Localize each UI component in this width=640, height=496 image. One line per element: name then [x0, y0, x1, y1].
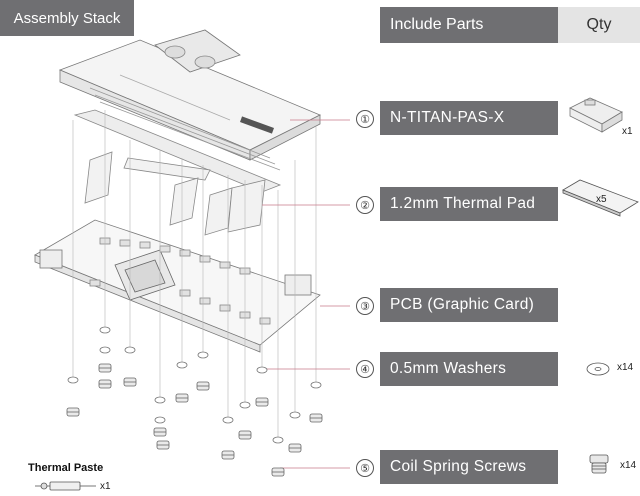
part-number-5: ⑤: [356, 459, 374, 477]
part-qty-5: x14: [620, 460, 637, 471]
part-qty-1: x1: [622, 126, 633, 137]
washers-illustration: [67, 326, 322, 444]
part-qty-4: x14: [617, 362, 634, 373]
part-label-2: 1.2mm Thermal Pad: [380, 187, 558, 221]
part-label-1: N-TITAN-PAS-X: [380, 101, 558, 135]
part-label-5: Coil Spring Screws: [380, 450, 558, 484]
part-number-4: ④: [356, 360, 374, 378]
thermal-paste-qty: x1: [100, 481, 111, 492]
assembly-stack-header: Assembly Stack: [0, 0, 134, 36]
pcb-illustration: [34, 219, 321, 353]
screw-icon: [589, 454, 609, 474]
include-parts-header: Include Parts: [380, 7, 558, 43]
washer-icon: [586, 362, 610, 376]
part-label-3: PCB (Graphic Card): [380, 288, 558, 322]
part-label-4: 0.5mm Washers: [380, 352, 558, 386]
syringe-icon: [35, 481, 96, 491]
waterblock-icon: [569, 97, 623, 133]
part-number-2: ②: [356, 196, 374, 214]
part-number-3: ③: [356, 297, 374, 315]
part-qty-2: x5: [596, 194, 607, 205]
thermal-paste-label: Thermal Paste: [28, 462, 104, 474]
thermal-pad-icon: [562, 179, 639, 217]
waterblock-illustration: [58, 29, 321, 193]
thermal-pads-illustration: [84, 151, 266, 236]
screws-illustration: [66, 363, 323, 477]
qty-header: Qty: [558, 7, 640, 43]
part-number-1: ①: [356, 110, 374, 128]
